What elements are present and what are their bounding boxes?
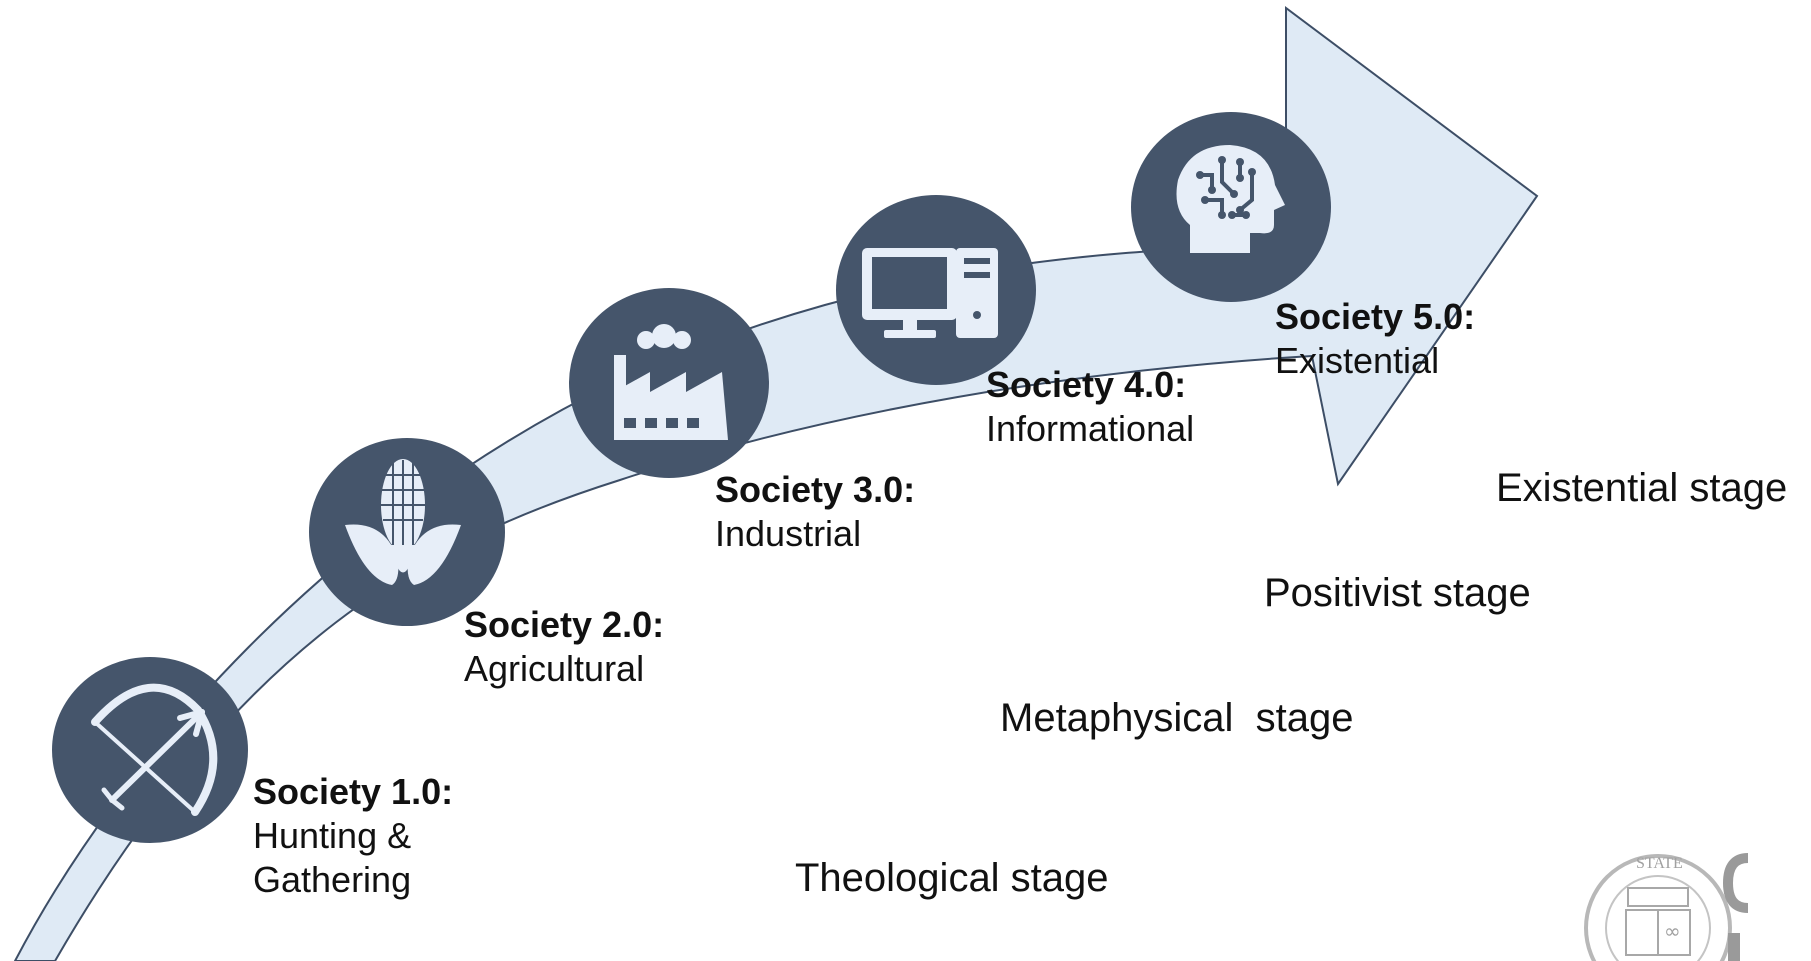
society-2-label: Society 2.0: Agricultural: [464, 603, 664, 691]
society-1-desc-line-1: Hunting &: [253, 814, 412, 856]
corn-icon: [345, 459, 461, 585]
society-1-label: Society 1.0: Hunting & Gathering: [253, 770, 453, 902]
university-seal-logo: STATE ∞: [1584, 853, 1749, 961]
society-5-label: Society 5.0: Existential: [1275, 295, 1475, 383]
existential-stage-label: Existential stage: [1496, 466, 1788, 510]
theological-stage-label: Theological stage: [795, 856, 1109, 900]
society-3-icon-circle: [569, 288, 769, 478]
metaphysical-stage-label: Metaphysical stage: [1000, 696, 1354, 740]
society-2-icon-circle: [309, 438, 505, 626]
society-3-label: Society 3.0: Industrial: [715, 468, 915, 556]
society-5-icon-circle: [1131, 112, 1331, 302]
bow-and-arrow-icon: [91, 683, 218, 816]
society-2-desc: Agricultural: [464, 647, 645, 689]
factory-icon: [614, 324, 728, 440]
society-4-icon-circle: [836, 195, 1036, 385]
seal-symbol: ∞: [1664, 919, 1681, 943]
society-3-title: Society 3.0:: [715, 469, 916, 510]
positivist-stage-label: Positivist stage: [1264, 571, 1531, 615]
society-4-label: Society 4.0: Informational: [986, 363, 1194, 451]
seal-text: STATE: [1636, 855, 1683, 872]
society-3-desc: Industrial: [715, 512, 862, 554]
society-1-icon-circle: [52, 657, 248, 843]
society-2-title: Society 2.0:: [464, 604, 665, 645]
computer-icon: [862, 248, 998, 338]
society-1-title: Society 1.0:: [253, 771, 454, 812]
brain-head-icon: [1176, 145, 1285, 253]
society-1-desc-line-2: Gathering: [253, 858, 412, 900]
society-4-desc: Informational: [986, 407, 1195, 449]
society-4-title: Society 4.0:: [986, 364, 1187, 405]
society-5-desc: Existential: [1275, 339, 1440, 381]
society-5-title: Society 5.0:: [1275, 296, 1476, 337]
